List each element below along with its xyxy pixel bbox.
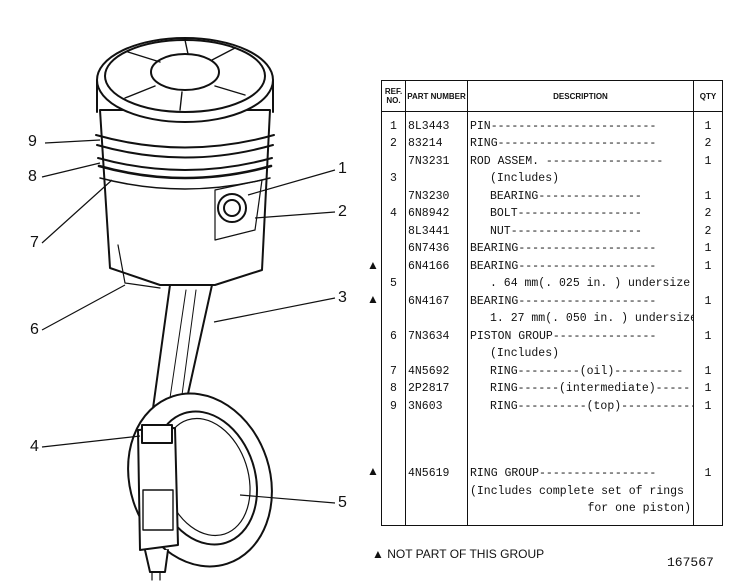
table-row: 1. 27 mm(. 050 in. ) undersize [381, 310, 723, 328]
table-row: 6N4167 BEARING-------------------- 1 [381, 292, 723, 310]
header-qty: QTY [693, 80, 723, 112]
table-row: 6 7N3634 PISTON GROUP--------------- 1 [381, 327, 723, 345]
callout-2: 2 [338, 203, 347, 220]
header-description: DESCRIPTION [467, 80, 694, 112]
callout-9: 9 [28, 133, 37, 150]
not-part-marker-icon: ▲ [367, 292, 379, 306]
table-row: 9 3N603 RING----------(top)----------- 1 [381, 397, 723, 415]
table-row: 8L3441 NUT------------------- 2 [381, 222, 723, 240]
table-row: 7N3230 BEARING--------------- 1 [381, 187, 723, 205]
document-number: 167567 [667, 555, 714, 570]
table-row: 6N4166 BEARING-------------------- 1 [381, 257, 723, 275]
table-row: 5 . 64 mm(. 025 in. ) undersize [381, 275, 723, 293]
table-row: for one piston) [381, 500, 723, 518]
callout-7: 7 [30, 234, 39, 251]
table-row: (Includes complete set of rings [381, 482, 723, 500]
table-row: 4N5619 RING GROUP----------------- 1 [381, 465, 723, 483]
piston-rod-illustration [41, 37, 336, 581]
header-ref: REF. NO. [381, 80, 406, 112]
callout-4: 4 [30, 438, 39, 455]
parts-table: REF. NO. PART NUMBER DESCRIPTION QTY 1 8… [381, 80, 723, 526]
table-row: 3 (Includes) [381, 170, 723, 188]
not-part-marker-icon: ▲ [372, 547, 384, 561]
table-row: (Includes) [381, 345, 723, 363]
footnote: ▲ NOT PART OF THIS GROUP [372, 547, 545, 561]
table-row: 1 8L3443 PIN------------------------ 1 [381, 117, 723, 135]
not-part-marker-icon: ▲ [367, 464, 379, 478]
not-part-marker-icon: ▲ [367, 258, 379, 272]
table-row: 4 6N8942 BOLT------------------ 2 [381, 205, 723, 223]
table-row: 8 2P2817 RING------(intermediate)----- 1 [381, 380, 723, 398]
table-header: REF. NO. PART NUMBER DESCRIPTION QTY [381, 80, 723, 112]
table-row: 6N7436 BEARING-------------------- 1 [381, 240, 723, 258]
table-row: 7 4N5692 RING---------(oil)---------- 1 [381, 362, 723, 380]
table-row: 2 83214 RING----------------------- 2 [381, 135, 723, 153]
table-row: 7N3231 ROD ASSEM. ----------------- 1 [381, 152, 723, 170]
callout-6: 6 [30, 321, 39, 338]
callout-8: 8 [28, 168, 37, 185]
header-part-number: PART NUMBER [405, 80, 468, 112]
callout-5: 5 [338, 494, 347, 511]
callout-3: 3 [338, 289, 347, 306]
callout-1: 1 [338, 160, 347, 177]
leader-9 [44, 139, 101, 144]
